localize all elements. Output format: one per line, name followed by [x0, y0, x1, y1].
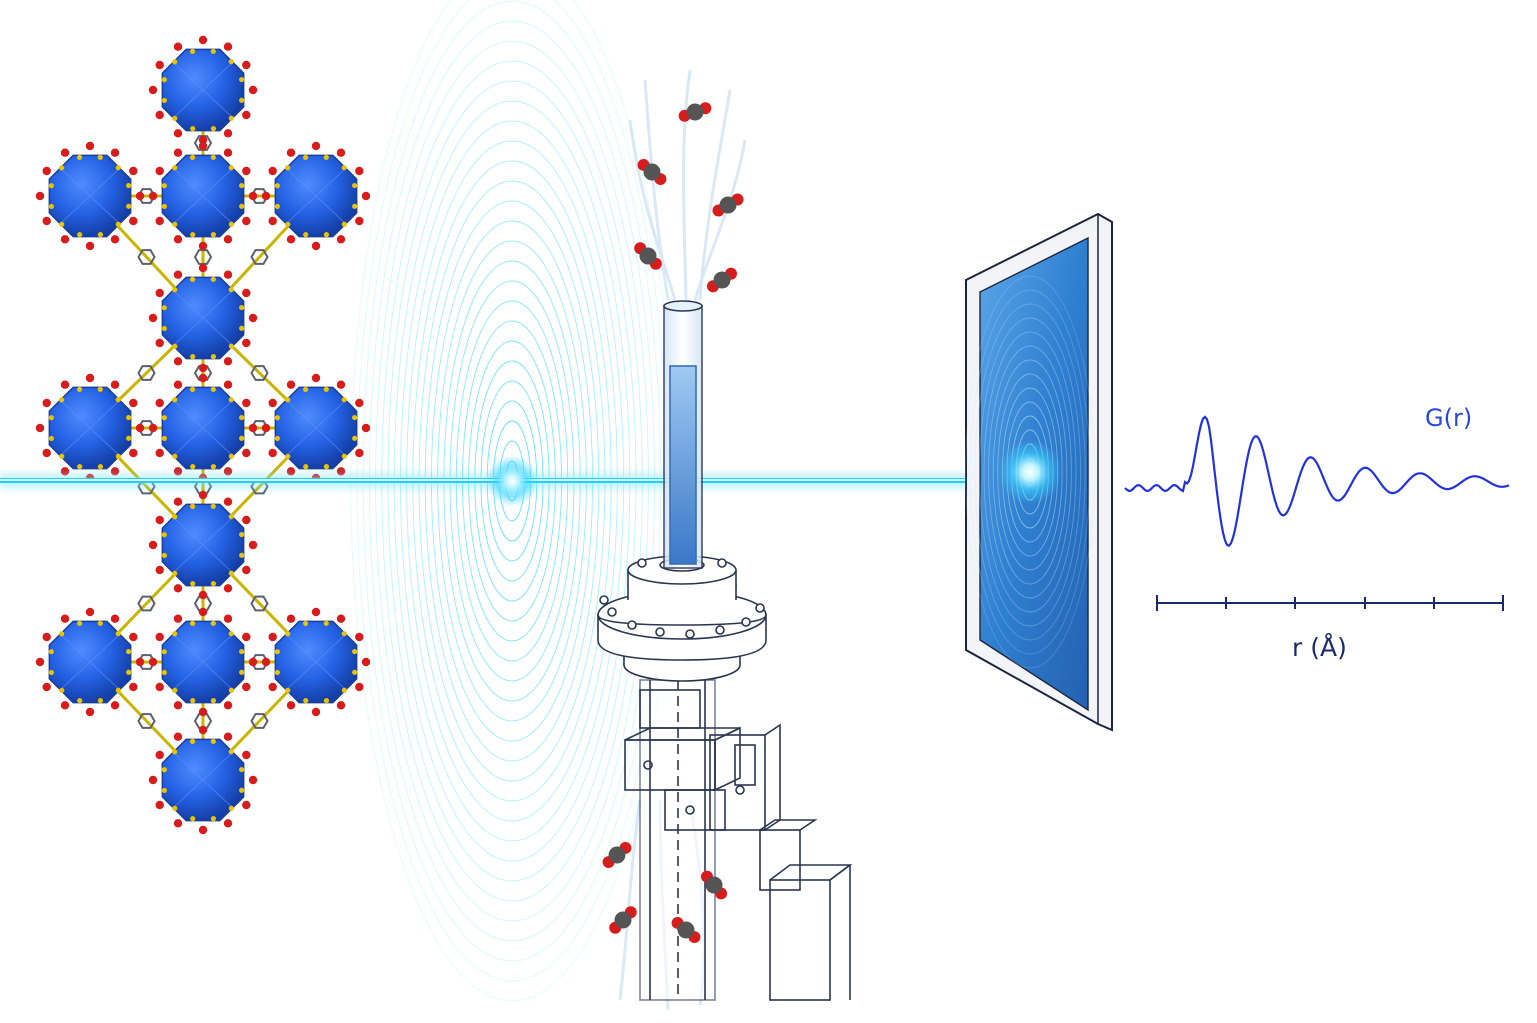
detector-ring: [974, 303, 1086, 641]
co2-molecule: [671, 916, 701, 944]
detector-ring: [978, 317, 1082, 627]
co2-molecule: [637, 158, 667, 186]
flange: [597, 555, 767, 682]
benzene-ring: [137, 595, 156, 612]
benzene-ring: [193, 595, 213, 612]
benzene-ring: [137, 249, 156, 265]
zr-cluster: [148, 263, 258, 373]
detector-ring: [992, 359, 1068, 585]
zr-cluster: [35, 607, 145, 717]
capillary-cell-icon: [597, 300, 853, 1001]
zr-cluster: [35, 373, 145, 483]
benzene-ring: [193, 135, 213, 151]
zr-cluster: [148, 35, 258, 145]
detector-ring: [997, 373, 1063, 571]
co2-molecule: [634, 242, 662, 270]
support-frame: [624, 679, 853, 1001]
area-detector-icon: [965, 212, 1113, 732]
zr-cluster: [148, 725, 258, 835]
zr-cluster: [148, 373, 258, 483]
benzene-ring: [137, 713, 156, 729]
co2-molecule: [712, 193, 744, 217]
benzene-ring: [250, 365, 269, 381]
capillary-tube: [663, 300, 703, 569]
zr-cluster: [148, 607, 258, 717]
mof-lattice-icon: [35, 35, 371, 835]
co2-molecule: [602, 841, 632, 869]
benzene-ring: [193, 365, 213, 381]
benzene-ring: [250, 713, 269, 729]
zr-cluster: [261, 607, 371, 717]
co2-molecule-icon: [602, 102, 744, 944]
zr-cluster: [261, 141, 371, 251]
co2-molecule: [609, 906, 637, 934]
r-axis: [1156, 595, 1504, 611]
zr-cluster: [148, 490, 258, 600]
pdf-chart: [1124, 415, 1510, 611]
pdf-curve: [1124, 415, 1510, 548]
benzene-ring: [137, 365, 156, 381]
co2-molecule: [678, 102, 712, 122]
zr-cluster: [35, 141, 145, 251]
co2-molecule: [700, 870, 728, 900]
r-axis-label: r (Å): [1292, 633, 1347, 662]
zr-cluster: [148, 141, 258, 251]
detector-ring: [988, 345, 1072, 599]
pdf-function-label: G(r): [1425, 404, 1473, 432]
detector-ring: [969, 289, 1091, 655]
detector-ring: [965, 275, 1095, 669]
benzene-ring: [250, 249, 269, 265]
co2-molecule: [706, 267, 738, 293]
benzene-ring: [193, 249, 213, 265]
benzene-ring: [193, 713, 213, 729]
detector-ring: [983, 331, 1077, 613]
benzene-ring: [250, 595, 269, 612]
xray-beam: [0, 455, 1040, 507]
